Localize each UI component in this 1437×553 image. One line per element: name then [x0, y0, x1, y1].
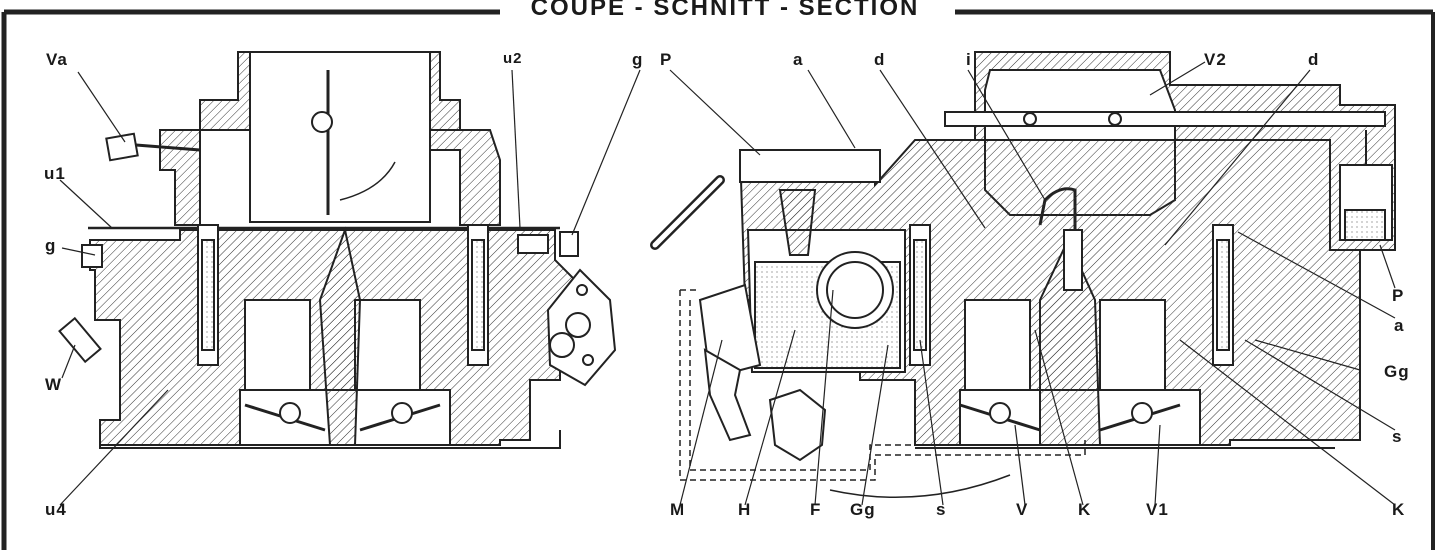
label-p-right: P	[1392, 286, 1405, 305]
label-u2: u2	[503, 50, 523, 67]
label-a-top: a	[793, 50, 804, 69]
label-i: i	[966, 50, 972, 69]
label-u1: u1	[44, 164, 66, 183]
label-v1: V1	[1146, 500, 1169, 519]
label-v2: V2	[1204, 50, 1227, 69]
label-h: H	[738, 500, 752, 519]
label-g-left: g	[45, 236, 57, 255]
label-a-right: a	[1394, 316, 1405, 335]
label-f: F	[810, 500, 822, 519]
right-carburetor-section	[650, 51, 1396, 499]
label-w: W	[45, 375, 63, 394]
label-va: Va	[46, 50, 68, 69]
label-u4: u4	[45, 500, 67, 519]
section-title: COUPE - SCHNITT - SECTION	[505, 0, 945, 22]
label-g-top: g	[632, 50, 644, 69]
leader-lines	[59, 61, 1396, 506]
label-k-right: K	[1392, 500, 1406, 519]
label-s-right: s	[1392, 427, 1403, 446]
label-gg-right: Gg	[1384, 362, 1410, 381]
label-d-right: d	[1308, 50, 1320, 69]
label-d-left: d	[874, 50, 886, 69]
left-carburetor-section	[58, 51, 617, 449]
label-gg-bottom: Gg	[850, 500, 876, 519]
label-s-bottom: s	[936, 500, 947, 519]
drawing-frame	[1, 9, 1435, 550]
label-v: V	[1016, 500, 1029, 519]
label-m: M	[670, 500, 686, 519]
label-p-top: P	[660, 50, 673, 69]
label-k-bottom: K	[1078, 500, 1092, 519]
